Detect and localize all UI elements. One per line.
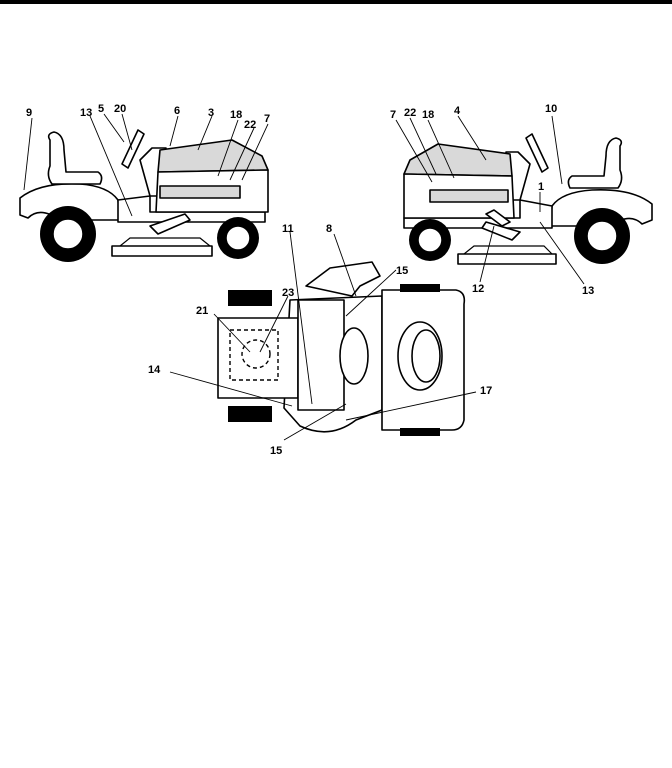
seat	[47, 131, 103, 185]
callout-8-top: 8	[326, 223, 332, 235]
callout-7-right: 7	[390, 109, 396, 121]
seat-top	[297, 299, 345, 411]
callout-7-left: 7	[264, 113, 270, 125]
dash-oval	[339, 327, 369, 385]
fuel-cap-outline	[241, 339, 271, 369]
discharge-chute	[305, 261, 381, 297]
foot-pedal	[481, 221, 521, 241]
front-left-wheel	[400, 284, 440, 292]
rear-left-wheel	[228, 290, 272, 306]
callout-10-right: 10	[545, 103, 557, 115]
rear-wheel	[40, 206, 96, 262]
tractor-left-side-view	[19, 113, 269, 262]
steering-wheel	[121, 129, 145, 169]
tractor-top-view	[169, 231, 477, 441]
callout-13-right: 13	[582, 285, 594, 297]
mower-deck	[457, 253, 557, 265]
callout-6-left: 6	[174, 105, 180, 117]
callout-22-left: 22	[244, 119, 256, 131]
callout-1-right: 1	[538, 181, 544, 193]
callout-11-top: 11	[282, 223, 294, 235]
rear-fender	[549, 188, 653, 227]
front-wheel	[409, 219, 451, 261]
fuel-tank-outline	[229, 329, 279, 381]
callout-18-right: 18	[422, 109, 434, 121]
callout-5-left: 5	[98, 103, 104, 115]
rear-wheel	[574, 208, 630, 264]
callout-18-left: 18	[230, 109, 242, 121]
hood	[157, 139, 269, 173]
hood-side-decal	[429, 189, 509, 203]
callout-3-left: 3	[208, 107, 214, 119]
hood-side-decal	[159, 185, 241, 199]
tractor-right-side-view	[395, 115, 653, 285]
callout-13-left: 13	[80, 107, 92, 119]
callout-22-right: 22	[404, 107, 416, 119]
front-wheel	[217, 217, 259, 259]
callout-23-top: 23	[282, 287, 294, 299]
callout-12-right: 12	[472, 283, 484, 295]
callout-9-left: 9	[26, 107, 32, 119]
steering-wheel	[525, 133, 549, 173]
foot-pedal	[149, 213, 191, 235]
top-border-rule	[0, 0, 672, 4]
callout-14-top: 14	[148, 364, 161, 376]
callout-20-left: 20	[114, 103, 126, 115]
lift-lever	[485, 209, 511, 227]
rear-right-wheel	[228, 406, 272, 422]
callout-21-top: 21	[196, 305, 208, 317]
rear-fender	[19, 182, 121, 221]
seat	[567, 137, 623, 189]
callout-4-right: 4	[454, 105, 461, 117]
callout-17-top: 17	[480, 385, 492, 397]
callout-15-top-lower: 15	[270, 445, 282, 457]
callout-15-top-upper: 15	[396, 265, 408, 277]
hood	[403, 143, 513, 177]
hood-grille-inner	[411, 329, 441, 383]
front-right-wheel	[400, 428, 440, 436]
mower-deck	[111, 245, 213, 257]
